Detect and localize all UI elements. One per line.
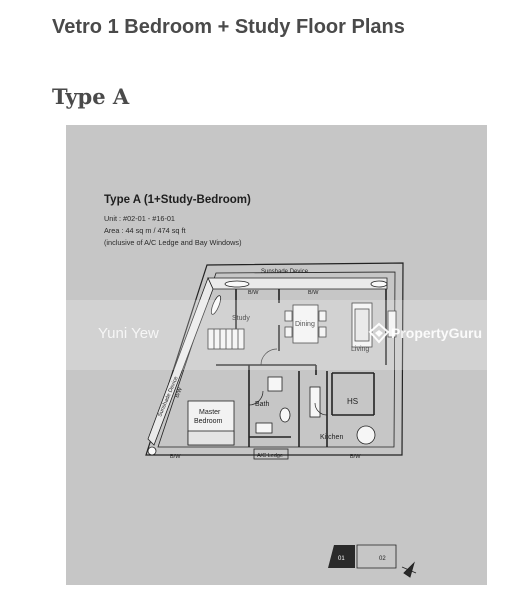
door-swings <box>248 348 328 416</box>
label-ac-ledge: A/C Ledge <box>257 453 283 459</box>
key-plan-unit-02 <box>356 544 397 569</box>
floor-plan-area: Area : 44 sq m / 474 sq ft <box>104 226 186 235</box>
label-bw-bottom-right: B/W <box>350 454 361 460</box>
study-furniture <box>207 328 245 350</box>
floor-plan-note: (inclusive of A/C Ledge and Bay Windows) <box>104 238 242 247</box>
bath-fixtures <box>255 376 376 445</box>
label-sunshade-top: Sunshade Device <box>261 269 309 275</box>
key-plan-unit-01 <box>328 545 355 568</box>
page-title: Vetro 1 Bedroom + Study Floor Plans <box>52 16 405 38</box>
key-plan-label-02: 02 <box>379 556 386 562</box>
watermark-band <box>66 300 487 370</box>
interior-walls <box>216 289 387 447</box>
dining-set <box>284 304 327 344</box>
floor-plan-unit: Unit : #02-01 - #16-01 <box>104 214 175 223</box>
label-bw-bottom-left: B/W <box>170 454 181 460</box>
key-plan-label-01: 01 <box>338 556 345 562</box>
label-dining: Dining <box>295 321 315 328</box>
label-living: Living <box>351 346 369 353</box>
watermark-author: Yuni Yew <box>98 325 159 342</box>
label-bw-side: B/W <box>174 386 184 399</box>
master-bed <box>187 400 235 446</box>
living-sofa <box>351 302 397 348</box>
label-bw-2: B/W <box>308 290 319 296</box>
label-bedroom: Bedroom <box>194 418 223 425</box>
label-hs: HS <box>347 397 358 406</box>
label-bath: Bath <box>255 401 270 408</box>
label-study: Study <box>232 315 250 322</box>
propertyguru-logo-icon <box>368 322 390 344</box>
label-bw-1: B/W <box>248 290 259 296</box>
floor-plan-image[interactable]: Type A (1+Study-Bedroom) Unit : #02-01 -… <box>66 125 487 585</box>
key-plan: 01 02 <box>328 544 397 569</box>
ac-ledge <box>253 448 289 460</box>
sunshade-elements <box>147 276 388 456</box>
label-kitchen: Kitchen <box>320 434 343 441</box>
floor-plan-title: Type A (1+Study-Bedroom) <box>104 194 251 206</box>
floor-plan-drawing: Sunshade Device B/W B/W Sunshade Device … <box>145 262 417 578</box>
north-arrow-icon <box>401 561 417 578</box>
watermark-brand: PropertyGuru <box>391 325 483 341</box>
label-master: Master <box>199 409 221 416</box>
section-heading-type-a: Type A <box>52 84 130 109</box>
